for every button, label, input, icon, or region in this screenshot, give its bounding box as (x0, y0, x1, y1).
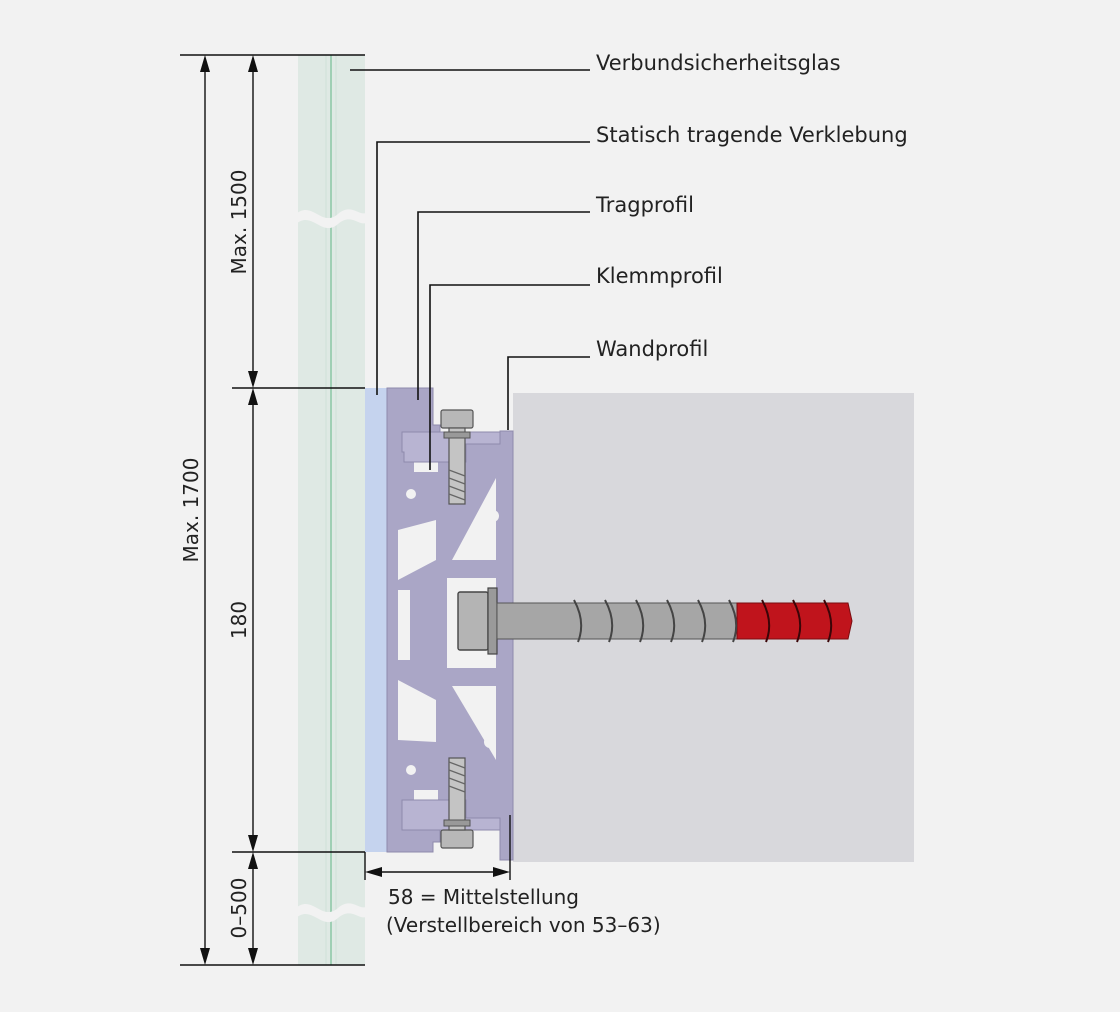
dim-offset-line2: (Verstellbereich von 53–63) (386, 913, 661, 937)
leader-clamp-profile (429, 284, 590, 470)
concrete-screw-icon (457, 587, 853, 655)
dim-profile-height: 180 (227, 601, 251, 639)
leader-lines (350, 69, 590, 470)
break-mark-bottom (296, 903, 367, 923)
support-profile (386, 387, 514, 861)
hex-bolt-icon (440, 757, 474, 849)
bonding-layer (365, 388, 387, 852)
dim-lower: 0–500 (227, 878, 251, 939)
label-bonding: Statisch tragende Verklebung (596, 123, 908, 147)
label-support-profile: Tragprofil (595, 193, 694, 217)
dim-upper: Max. 1500 (227, 170, 251, 275)
dim-offset-line1: 58 = Mittelstellung (388, 885, 579, 909)
leader-bonding (376, 141, 590, 395)
break-mark-top (296, 209, 367, 229)
label-wall-profile: Wandprofil (596, 337, 708, 361)
label-clamp-profile: Klemmprofil (596, 264, 723, 288)
label-glass: Verbundsicherheitsglas (596, 51, 841, 75)
dimension-lines (180, 54, 511, 966)
hex-bolt-icon (440, 409, 474, 505)
dim-total: Max. 1700 (179, 458, 203, 563)
leader-wall-profile (507, 356, 590, 430)
leader-support-profile (417, 211, 590, 400)
glass-pane (296, 55, 367, 965)
